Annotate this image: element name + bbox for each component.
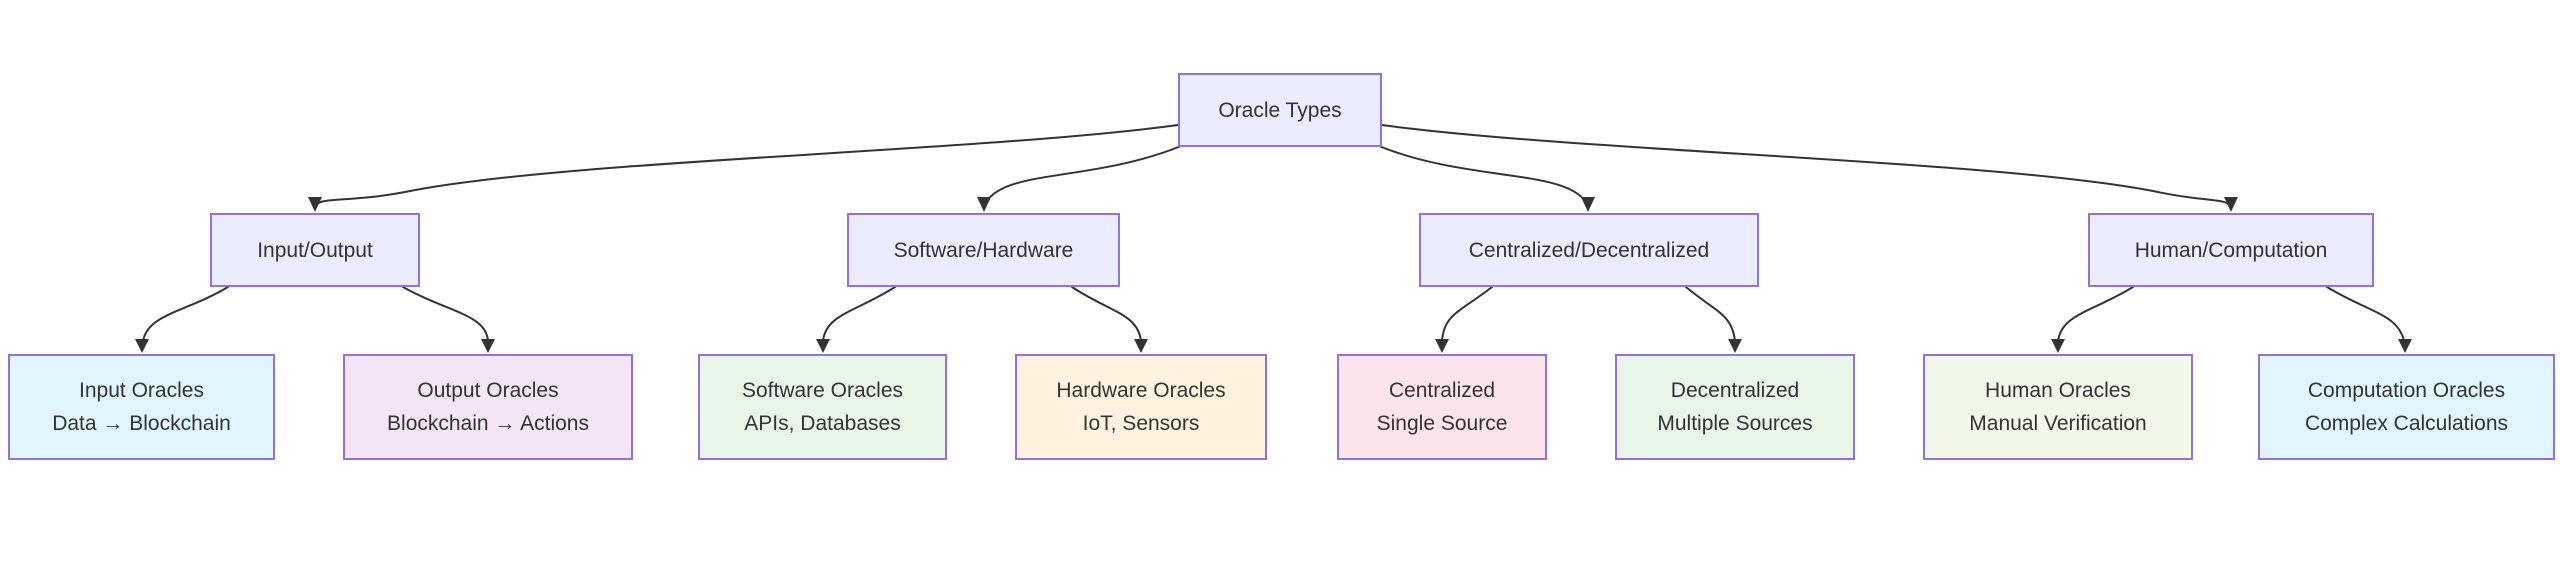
edge [1071, 286, 1142, 342]
node-label: Hardware Oracles [1056, 379, 1226, 402]
node-label: Software/Hardware [893, 238, 1074, 262]
arrowhead-icon [977, 197, 991, 212]
arrowhead-icon [2224, 197, 2238, 212]
edge [1441, 286, 1493, 342]
node-label: Software Oracles [741, 379, 904, 402]
arrowhead-icon [1728, 339, 1742, 353]
arrowheads [135, 197, 2412, 353]
node-hardware-oracles: Hardware Oracles IoT, Sensors [1015, 354, 1267, 460]
node-centralized-decentralized: Centralized/Decentralized [1419, 213, 1759, 287]
arrowhead-icon [1435, 339, 1449, 353]
node-label: Computation Oracles [2307, 379, 2506, 402]
node-output-oracles: Output Oracles Blockchain → Actions [343, 354, 633, 460]
node-label: Input Oracles [79, 379, 204, 402]
node-oracle-types: Oracle Types [1178, 73, 1382, 147]
node-sublabel: APIs, Databases [744, 412, 901, 435]
edge [1378, 145, 1589, 207]
edge [983, 145, 1182, 207]
node-decentralized: Decentralized Multiple Sources [1615, 354, 1855, 460]
arrowhead-icon [1581, 197, 1595, 212]
arrowhead-icon [135, 339, 149, 353]
node-software-hardware: Software/Hardware [847, 213, 1120, 287]
arrowhead-icon [816, 339, 830, 353]
node-centralized: Centralized Single Source [1337, 354, 1547, 460]
node-software-oracles: Software Oracles APIs, Databases [698, 354, 947, 460]
edge [2326, 286, 2405, 342]
node-human-computation: Human/Computation [2088, 213, 2374, 287]
node-sublabel: Complex Calculations [2304, 412, 2509, 435]
arrowhead-icon [2051, 339, 2065, 353]
node-label: Input/Output [257, 238, 373, 262]
arrowhead-icon [2398, 339, 2412, 353]
edge [822, 286, 896, 342]
node-sublabel: Blockchain → Actions [387, 412, 589, 435]
arrowhead-icon [1134, 339, 1148, 353]
node-label: Centralized [1388, 379, 1496, 402]
node-sublabel: Manual Verification [1969, 412, 2147, 435]
edge [1381, 124, 2232, 208]
node-label: Human/Computation [2134, 238, 2328, 262]
node-label: Human Oracles [1985, 379, 2131, 402]
node-sublabel: Single Source [1376, 412, 1508, 435]
edge [314, 124, 1179, 208]
node-sublabel: Data → Blockchain [52, 412, 231, 435]
arrowhead-icon [308, 197, 322, 212]
arrowhead-icon [481, 339, 495, 353]
node-label: Output Oracles [417, 379, 559, 402]
node-label: Centralized/Decentralized [1468, 238, 1710, 262]
node-label: Oracle Types [1218, 98, 1342, 122]
node-computation-oracles: Computation Oracles Complex Calculations [2258, 354, 2555, 460]
edge-lines [142, 124, 2405, 342]
node-label: Decentralized [1670, 379, 1800, 402]
node-human-oracles: Human Oracles Manual Verification [1923, 354, 2193, 460]
node-input-oracles: Input Oracles Data → Blockchain [8, 354, 275, 460]
node-sublabel: Multiple Sources [1657, 412, 1813, 435]
node-input-output: Input/Output [210, 213, 420, 287]
edge [1685, 286, 1736, 342]
edge [2057, 286, 2134, 342]
node-sublabel: IoT, Sensors [1082, 412, 1200, 435]
edge [142, 286, 229, 342]
edge [402, 286, 489, 342]
